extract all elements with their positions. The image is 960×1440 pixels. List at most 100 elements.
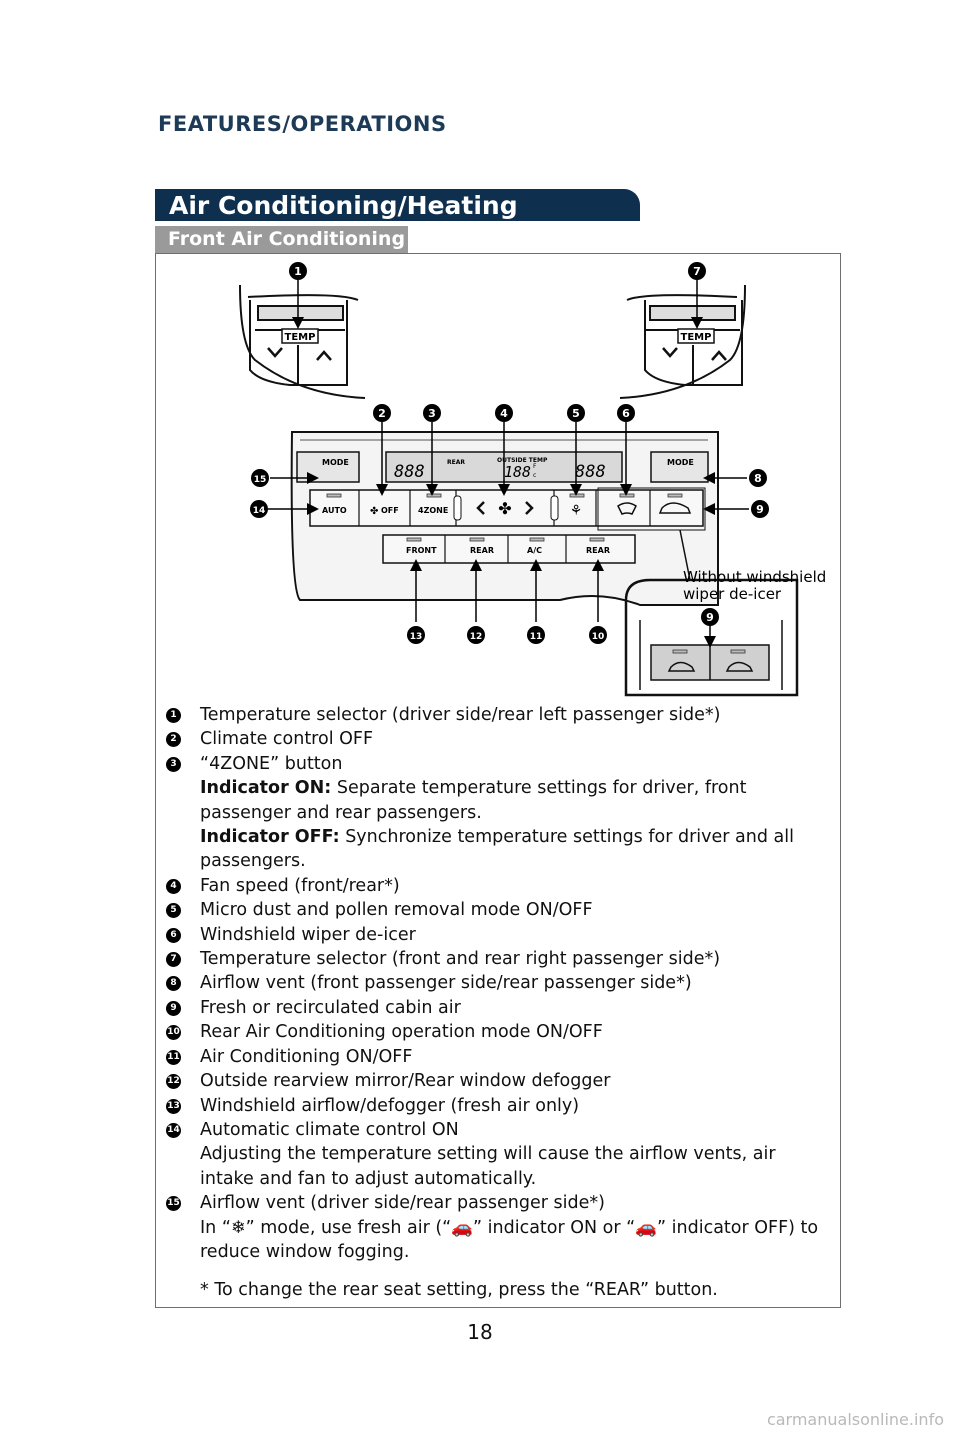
recirc-car-icon: 🚗: [635, 1217, 658, 1238]
item-text: Airflow vent (front passenger side/rear …: [200, 973, 692, 994]
item-number: 1: [166, 708, 181, 723]
rear-button[interactable]: REAR: [586, 546, 610, 555]
item-number: 2: [166, 732, 181, 748]
display-outside-temp: OUTSIDE TEMP: [497, 457, 548, 464]
right-temp-switch: [619, 284, 746, 399]
callout-9: 9: [756, 503, 764, 516]
list-item: 10 Rear Air Conditioning operation mode …: [166, 1020, 826, 1044]
fresh-air-car-icon: 🚗: [451, 1217, 474, 1238]
display-unit-f: F: [533, 463, 537, 470]
item-text: Outside rearview mirror/Rear window defo…: [200, 1071, 611, 1092]
off-button[interactable]: OFF: [381, 506, 399, 515]
list-item: 3 “4ZONE” button Indicator ON: Separate …: [166, 752, 826, 874]
item-description-list: 1 Temperature selector (driver side/rear…: [166, 703, 826, 1303]
callout-4: 4: [500, 407, 508, 420]
item-number: 12: [166, 1074, 181, 1090]
subtitle-bar: Front Air Conditioning: [155, 226, 408, 254]
display-outside-value: 188: [504, 463, 531, 481]
item-number: 8: [166, 976, 181, 992]
front-defog-button[interactable]: FRONT: [406, 546, 437, 555]
callout-lines: [268, 280, 749, 648]
mode-label-right: MODE: [667, 458, 694, 467]
item-subtext: Adjusting the temperature setting will c…: [200, 1144, 776, 1189]
mode-button-right[interactable]: [650, 451, 709, 483]
indicator-off-text: Indicator OFF: Synchronize temperature s…: [200, 827, 794, 872]
item-text: Temperature selector (driver side/rear l…: [200, 705, 721, 725]
display-unit-c: c: [533, 472, 536, 479]
fresh-air-icon: [667, 661, 696, 672]
item-number: 7: [166, 952, 181, 968]
fan-small-icon: ✤: [370, 506, 378, 517]
item-text: “4ZONE” button: [200, 753, 343, 774]
ac-button[interactable]: A/C: [527, 546, 542, 555]
item-text: Rear Air Conditioning operation mode ON/…: [200, 1022, 603, 1043]
recirculation-icon[interactable]: [658, 502, 692, 514]
rear-defog-button[interactable]: REAR: [470, 546, 494, 555]
item-subtext: In “❄” mode, use fresh air (“🚗” indicato…: [200, 1217, 819, 1262]
callout-8: 8: [754, 472, 762, 485]
item-text: Fan speed (front/rear*): [200, 875, 400, 896]
indicator-on-label: Indicator ON:: [200, 778, 332, 799]
list-item: 8 Airflow vent (front passenger side/rea…: [166, 971, 826, 995]
content-box: [155, 253, 841, 1308]
list-item: 15 Airflow vent (driver side/rear passen…: [166, 1191, 826, 1264]
callout-1: 1: [294, 265, 302, 278]
list-item: 12 Outside rearview mirror/Rear window d…: [166, 1069, 826, 1093]
list-item: 9 Fresh or recirculated cabin air: [166, 996, 826, 1020]
section-header: FEATURES/OPERATIONS: [158, 112, 447, 136]
callout-9-inset: 9: [706, 611, 714, 624]
auto-button[interactable]: AUTO: [322, 506, 347, 515]
item-number: 6: [166, 927, 181, 943]
indicator-off-label: Indicator OFF:: [200, 827, 340, 848]
mode-label-left: MODE: [322, 458, 349, 467]
callout-15: 15: [254, 475, 267, 485]
indicator-on-text: Indicator ON: Separate temperature setti…: [200, 778, 747, 823]
item-text: Windshield airflow/defogger (fresh air o…: [200, 1095, 580, 1116]
callout-5: 5: [572, 407, 580, 420]
inset-caption-line2: wiper de-icer: [683, 585, 782, 603]
callout-10: 10: [592, 632, 605, 642]
wiper-deicer-icon[interactable]: [617, 502, 637, 515]
callout-6: 6: [622, 407, 630, 420]
callout-markers: 1 2 3 4 5 6 7 8 9 10 11 12 13 14 15 9: [250, 262, 769, 644]
display-rear: REAR: [447, 459, 465, 466]
callout-2: 2: [378, 407, 386, 420]
callout-12: 12: [470, 632, 483, 642]
item-text: Fresh or recirculated cabin air: [200, 997, 461, 1018]
list-item: 2 Climate control OFF: [166, 727, 826, 751]
display-driver-temp: 888: [394, 462, 425, 482]
list-item: 5 Micro dust and pollen removal mode ON/…: [166, 898, 826, 922]
page-number: 18: [467, 1320, 493, 1344]
list-item: 14 Automatic climate control ON Adjustin…: [166, 1118, 826, 1191]
list-item: 11 Air Conditioning ON/OFF: [166, 1045, 826, 1069]
item-number: 5: [166, 903, 181, 919]
callout-14: 14: [253, 506, 266, 516]
item-number: 13: [166, 1098, 181, 1114]
item-number: 9: [166, 1000, 181, 1016]
item-number: 3: [166, 756, 181, 772]
4zone-button[interactable]: 4ZONE: [418, 506, 448, 515]
defog-mode-icon: ❄: [230, 1217, 246, 1238]
list-item: 1 Temperature selector (driver side/rear…: [166, 703, 826, 727]
item-number: 10: [166, 1025, 181, 1041]
fan-down-icon[interactable]: [476, 501, 485, 515]
footnote: * To change the rear seat setting, press…: [200, 1280, 718, 1301]
display-passenger-temp: 888: [575, 462, 606, 482]
fan-up-icon[interactable]: [525, 501, 534, 515]
item-text: Airflow vent (driver side/rear passenger…: [200, 1193, 605, 1214]
item-text: Automatic climate control ON: [200, 1119, 459, 1140]
item-number: 15: [166, 1196, 181, 1212]
item-text: Climate control OFF: [200, 729, 374, 750]
temp-label-left: TEMP: [285, 332, 316, 343]
list-item: 7 Temperature selector (front and rear r…: [166, 947, 826, 971]
micro-dust-icon[interactable]: ⚘: [570, 503, 583, 519]
page-subtitle: Front Air Conditioning: [168, 228, 406, 250]
page-title: Air Conditioning/Heating: [169, 191, 518, 220]
list-item: 4 Fan speed (front/rear*): [166, 874, 826, 898]
item-text: Windshield wiper de-icer: [200, 924, 416, 945]
main-panel: ✤ ✤ ⚘: [290, 431, 719, 606]
item-number: 4: [166, 878, 181, 894]
callout-11: 11: [530, 632, 543, 642]
item-number: 14: [166, 1122, 181, 1138]
